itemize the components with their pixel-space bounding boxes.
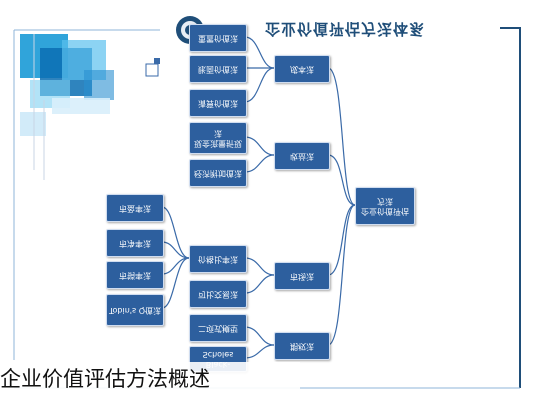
connector-line [161,206,190,259]
node-method-market: 市场法 [274,262,330,290]
node-root: 企业价值评估方法 [355,187,415,225]
node-label: 现金流量折现法 [194,129,242,148]
node-label: 清算价值法 [198,99,238,108]
connector-line [244,257,275,276]
node-ratio: 市净率法 [106,229,164,257]
node-leaf: 二项式模型 [189,314,247,342]
connector-line [244,344,275,359]
connector-line [244,274,275,294]
connector-line [244,326,275,346]
connector-line [327,204,356,346]
node-label: 市场法 [290,272,314,281]
image-caption: 企业价值评估方法概述 [0,362,300,396]
node-leaf: 价格比率法 [189,245,247,273]
node-label: 成本法 [290,65,314,74]
connector-line [244,136,275,156]
node-ratio: 市盈率法 [106,194,164,222]
node-label: 二项式模型 [198,324,238,333]
node-leaf: 现金流量折现法 [189,122,247,154]
node-leaf: 经济附加值法 [189,159,247,187]
node-label: 重置价值法 [198,34,238,43]
connector-line [327,204,356,276]
connector-line [244,67,275,103]
node-method-income: 收益法 [274,142,330,170]
decorative-cubes [20,34,160,180]
node-leaf: 重置价值法 [189,24,247,52]
node-label: 账面价值法 [198,65,238,74]
connector-line [244,36,275,69]
node-ratio: Tobin's Q值法 [106,294,164,326]
node-leaf: 账面价值法 [189,55,247,83]
node-label: 可比交易法 [198,290,238,299]
node-leaf: 可比交易法 [189,280,247,308]
node-label: 经济附加值法 [194,169,242,178]
node-label: 市净率法 [119,239,151,248]
connector-line [244,154,275,173]
node-ratio: 市销率法 [106,261,164,289]
connector-line [161,241,190,259]
connector-line [327,154,356,206]
node-root-label: 企业价值评估方法 [361,197,409,216]
node-label: Tobin's Q值法 [109,306,161,315]
node-label: 期权法 [290,342,314,351]
connector-line [161,257,190,309]
node-leaf: 清算价值法 [189,89,247,117]
slide-frame-line [500,27,521,388]
node-method-cost: 成本法 [274,55,330,83]
node-label: 市销率法 [119,271,151,280]
node-label: 市盈率法 [119,204,151,213]
node-label: 收益法 [290,152,314,161]
node-label: 价格比率法 [198,255,238,264]
node-method-option: 期权法 [274,332,330,360]
connector-line [327,67,356,206]
